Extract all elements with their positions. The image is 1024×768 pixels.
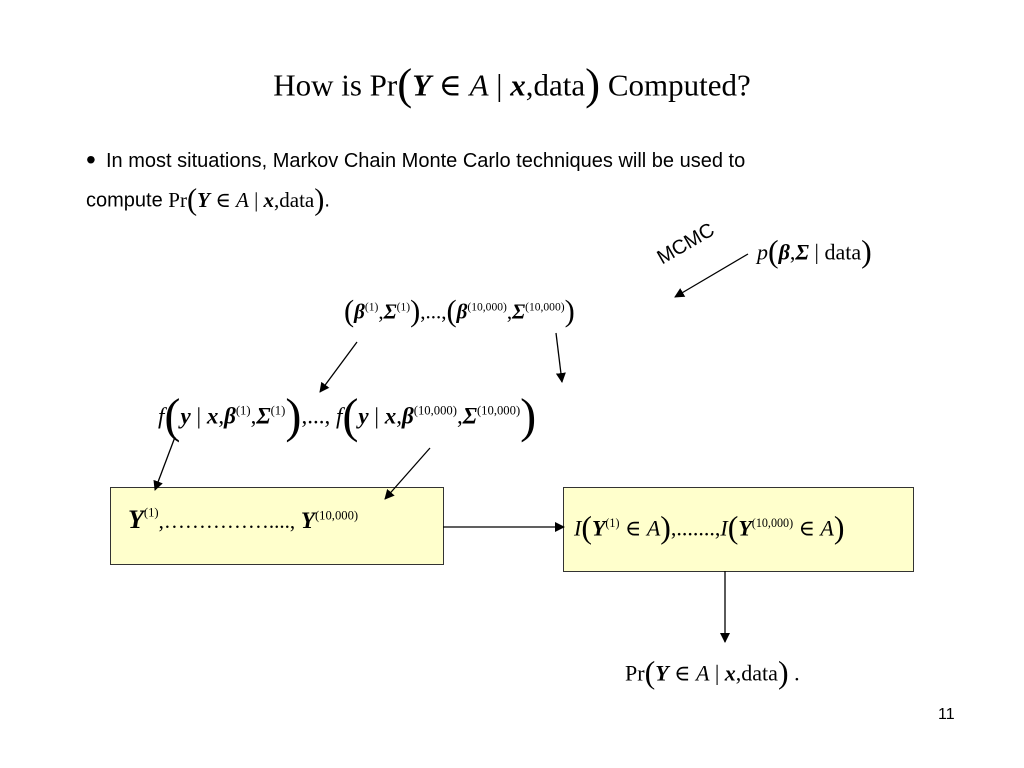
bullet-point: • xyxy=(86,144,96,175)
indicator-box xyxy=(563,487,914,572)
arrow-last-sample-to-density xyxy=(555,332,566,383)
inline-probability: Pr(Y ∈ A | x,data) xyxy=(168,182,325,216)
title-lead: How is Pr xyxy=(273,67,398,103)
arrow-density-last-to-box xyxy=(384,447,431,500)
title-set-a: A xyxy=(469,67,489,103)
slide-title: How is Pr(Y ∈ A | x,data) Computed? xyxy=(273,59,751,109)
indicator-expression: I(Y(1) ∈ A),.......,I(Y(10,000) ∈ A) xyxy=(574,510,845,545)
title-var-y: Y xyxy=(412,67,432,103)
predictive-samples-expression: Y(1),……………...., Y(10,000) xyxy=(128,505,359,534)
density-expression: f(y | x,β(1),Σ(1)),..., f(y | x,β(10,000… xyxy=(158,390,537,443)
arrow-posterior-to-samples xyxy=(674,253,749,298)
result-expression: Pr(Y ∈ A | x,data) . xyxy=(625,655,800,690)
mcmc-samples-expression: (β(1),Σ(1)),...,(β(10,000),Σ(10,000)) xyxy=(344,294,575,328)
predictive-samples-box xyxy=(110,487,444,565)
title-var-x: x xyxy=(510,67,526,103)
bullet-text-line1: In most situations, Markov Chain Monte C… xyxy=(106,150,746,172)
arrow-first-sample-to-density xyxy=(319,341,358,393)
posterior-expression: p(β,Σ | data) xyxy=(757,234,872,269)
arrow-density-first-to-box xyxy=(153,436,176,491)
title-trail: Computed? xyxy=(607,67,751,103)
bullet-text-line2: compute Pr(Y ∈ A | x,data). xyxy=(86,182,330,216)
page-number: 11 xyxy=(938,706,955,723)
